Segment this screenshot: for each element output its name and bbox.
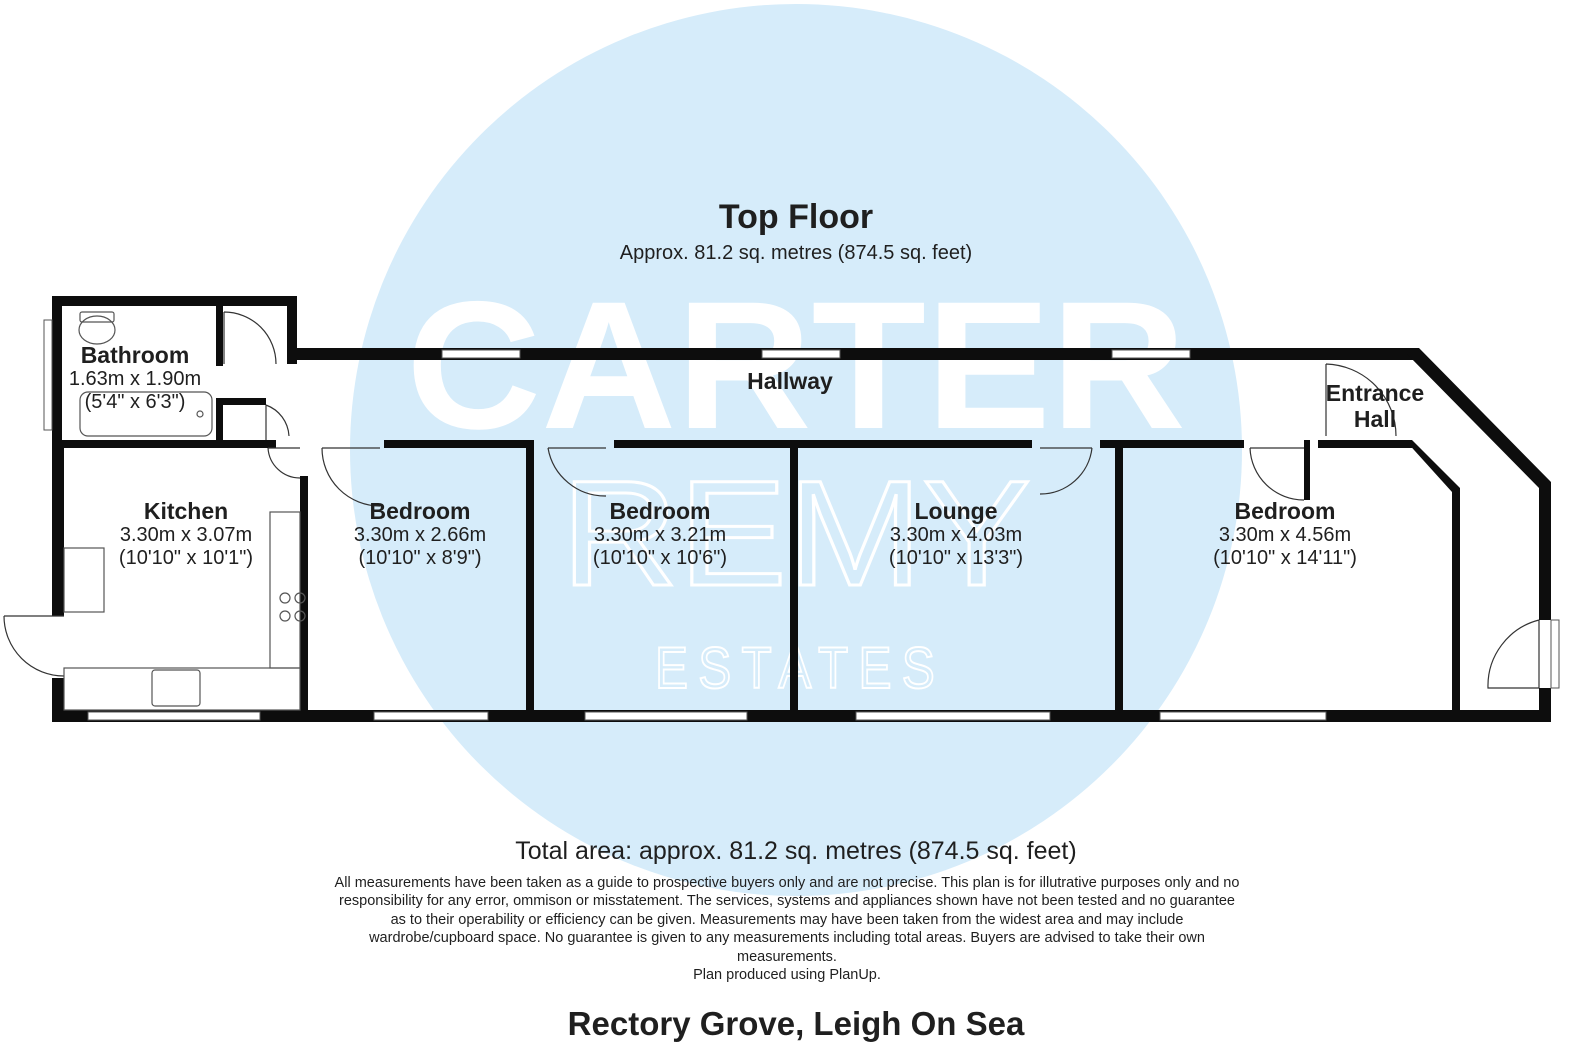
door-entrance-hall: [1325, 363, 1397, 437]
window-bedroom-2: [584, 711, 748, 721]
room-metric: 3.30m x 4.56m: [1218, 524, 1352, 546]
bed2-top-wall: [614, 440, 1032, 448]
room-label-entrance-hall: Entrance Hall: [1300, 380, 1450, 432]
bed1-top-wall: [384, 440, 534, 448]
toilet-icon: [78, 315, 116, 345]
disclaimer-line: wardrobe/cupboard space. No guarantee is…: [369, 930, 1205, 947]
room-imperial: (10'10" x 14'11"): [1213, 547, 1357, 569]
bathroom-right-wall: [216, 306, 223, 366]
room-label-hallway: Hallway: [690, 368, 890, 394]
room-metric: 3.30m x 3.21m: [593, 524, 727, 546]
hall-notch-wall: [287, 296, 297, 364]
kitchen-right-wall: [300, 476, 308, 710]
window-bedroom-3: [1159, 711, 1327, 721]
fixtures: [63, 311, 306, 711]
room-imperial: (10'10" x 8'9"): [358, 547, 482, 569]
room-label-bathroom: Bathroom 1.63m x 1.90m (5'4" x 6'3"): [50, 342, 220, 414]
window-bedroom-1: [373, 711, 489, 721]
property-address: Rectory Grove, Leigh On Sea: [567, 1005, 1025, 1042]
hob-ring-1: [279, 592, 291, 604]
entrance-diagonal-wall: [1405, 440, 1460, 710]
kitchen-worktop-right: [269, 511, 301, 669]
kitchen-worktop: [63, 667, 301, 711]
room-imperial: (10'10" x 10'1"): [118, 547, 254, 569]
doors: [3, 311, 1540, 689]
cupboard-side: [216, 398, 223, 444]
window-lounge: [855, 711, 1051, 721]
door-bedroom-3: [1249, 447, 1305, 501]
room-metric: 3.30m x 3.07m: [119, 524, 253, 546]
watermark-estates: ESTATES: [655, 636, 945, 701]
room-name-line1: Entrance: [1325, 380, 1425, 406]
hob-ring-2: [279, 610, 291, 622]
sink-icon: [151, 669, 201, 707]
room-name: Kitchen: [143, 498, 229, 524]
bed2-right-wall: [790, 440, 798, 710]
window-hall-1: [441, 349, 521, 359]
window-right: [1550, 619, 1560, 689]
door-bedroom-1: [321, 447, 381, 507]
room-name: Lounge: [914, 498, 998, 524]
entrance-hall-wall: [1318, 440, 1412, 448]
bath-icon: [79, 391, 213, 437]
bathroom-top-wall: [52, 296, 297, 306]
room-name-line2: Hall: [1353, 406, 1397, 432]
room-metric: 3.30m x 2.66m: [353, 524, 487, 546]
hob-ring-4: [294, 610, 306, 622]
lounge-top-wall-right: [1100, 440, 1244, 448]
room-name: Bedroom: [609, 498, 711, 524]
cupboard-wall: [216, 398, 266, 405]
top-windows: [441, 349, 1191, 359]
disclaimer-line: All measurements have been taken as a gu…: [334, 875, 1240, 891]
door-cupboard: [265, 404, 290, 440]
window-kitchen: [87, 711, 261, 721]
toilet-cistern: [79, 311, 115, 323]
total-area: Total area: approx. 81.2 sq. metres (874…: [515, 837, 1077, 865]
room-imperial: (10'10" x 13'3"): [888, 547, 1024, 569]
disclaimer: All measurements have been taken as a gu…: [262, 874, 1312, 984]
floor-title: Top Floor: [718, 198, 874, 236]
room-imperial: (10'10" x 10'6"): [592, 547, 728, 569]
room-imperial: (5'4" x 6'3"): [84, 391, 186, 413]
interior-walls: [52, 306, 1460, 710]
room-name: Bedroom: [369, 498, 471, 524]
room-label-lounge: Lounge 3.30m x 4.03m (10'10" x 13'3"): [856, 498, 1056, 570]
room-label-kitchen: Kitchen 3.30m x 3.07m (10'10" x 10'1"): [86, 498, 286, 570]
bottom-windows: [87, 711, 1327, 721]
hob-ring-3: [294, 592, 306, 604]
kitchen-fridge: [63, 547, 105, 613]
window-hall-2: [761, 349, 841, 359]
bed1-right-wall: [526, 440, 534, 710]
disclaimer-line: responsibility for any error, ommison or…: [339, 893, 1235, 910]
disclaimer-line: Plan produced using PlanUp.: [693, 967, 881, 984]
room-label-bedroom-2: Bedroom 3.30m x 3.21m (10'10" x 10'6"): [560, 498, 760, 570]
door-external-entrance: [1487, 619, 1540, 689]
room-name: Bathroom: [80, 342, 190, 368]
disclaimer-line: measurements.: [737, 948, 837, 965]
disclaimer-line: as to their operability or efficiency ca…: [390, 911, 1184, 928]
door-lounge: [1039, 447, 1093, 495]
bed-right-post: [1304, 440, 1310, 500]
kitchen-left-wall-lower: [52, 678, 64, 722]
door-kitchen: [267, 447, 301, 479]
watermark-carter: CARTER: [406, 263, 1186, 467]
room-metric: 1.63m x 1.90m: [68, 368, 202, 390]
door-bedroom-2: [547, 447, 607, 497]
room-label-bedroom-1: Bedroom 3.30m x 2.66m (10'10" x 8'9"): [320, 498, 520, 570]
bath-tap-icon: [196, 410, 204, 418]
room-name: Hallway: [747, 368, 833, 394]
room-metric: 3.30m x 4.03m: [889, 524, 1023, 546]
door-external-kitchen: [3, 615, 65, 677]
floor-area: Approx. 81.2 sq. metres (874.5 sq. feet): [619, 242, 973, 264]
room-name: Bedroom: [1234, 498, 1336, 524]
window-hall-3: [1111, 349, 1191, 359]
bathroom-bottom-wall: [64, 440, 276, 448]
kitchen-left-wall: [52, 440, 64, 616]
room-label-bedroom-3: Bedroom 3.30m x 4.56m (10'10" x 14'11"): [1185, 498, 1385, 570]
window-bathroom: [43, 319, 53, 431]
lounge-right-wall: [1115, 440, 1123, 710]
door-bathroom: [223, 311, 277, 365]
